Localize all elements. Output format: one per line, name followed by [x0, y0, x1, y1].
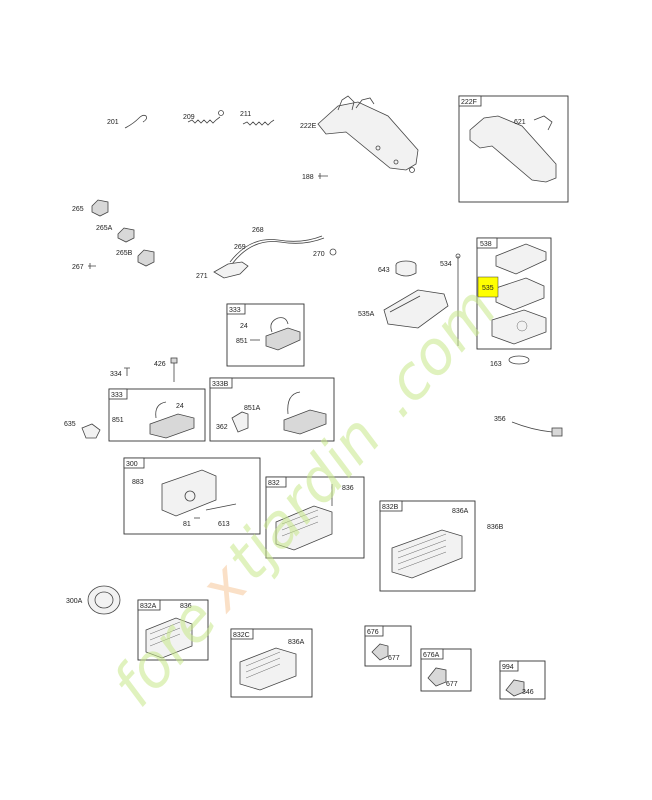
part-643: 643 [378, 260, 417, 277]
part-265B: 265B [116, 249, 155, 267]
label-832A: 832A [140, 603, 157, 610]
label-333b: 333 [111, 392, 123, 399]
label-676A: 676A [423, 652, 440, 659]
label-635: 635 [64, 421, 76, 428]
label-994: 994 [502, 664, 514, 671]
box-832B: 832B 836A [379, 500, 476, 592]
label-333: 333 [229, 307, 241, 314]
part-635: 635 [64, 421, 101, 439]
box-538: 538 535 [476, 237, 552, 350]
label-851A: 851A [244, 405, 261, 412]
label-883: 883 [132, 479, 144, 486]
label-334: 334 [110, 371, 122, 378]
label-201: 201 [107, 119, 119, 126]
label-265A: 265A [96, 225, 113, 232]
label-836c: 836 [180, 603, 192, 610]
label-268: 268 [252, 227, 264, 234]
label-426: 426 [154, 361, 166, 368]
label-209: 209 [183, 114, 195, 121]
label-535: 535 [482, 285, 494, 292]
label-832B: 832B [382, 504, 399, 511]
label-270: 270 [313, 251, 325, 258]
part-334: 334 [110, 367, 130, 378]
label-534: 534 [440, 261, 452, 268]
label-677: 677 [388, 655, 400, 662]
part-271: 271 [196, 261, 249, 280]
label-24: 24 [240, 323, 248, 330]
label-222E: 222E [300, 123, 317, 130]
box-994: 994 346 [499, 660, 546, 700]
label-211: 211 [240, 111, 251, 118]
label-265B: 265B [116, 250, 133, 257]
label-851: 851 [236, 338, 248, 345]
label-269: 269 [234, 244, 246, 251]
label-163: 163 [490, 361, 502, 368]
label-362: 362 [216, 424, 228, 431]
part-300A: 300A [66, 585, 121, 615]
watermark: fore x tjardin .com [99, 274, 510, 720]
part-267: 267 [72, 263, 96, 271]
highlight-535 [477, 276, 499, 298]
box-676A: 676A 677 [420, 648, 472, 692]
box-333-top: 333 24 851 [226, 303, 305, 367]
label-836Ab: 836A [288, 639, 305, 646]
label-267: 267 [72, 264, 84, 271]
label-535A: 535A [358, 311, 375, 318]
box-222F: 222F 621 [458, 95, 569, 203]
part-265A: 265A [96, 225, 135, 243]
label-300: 300 [126, 461, 138, 468]
part-270: 270 [313, 248, 337, 258]
label-851b: 851 [112, 417, 124, 424]
box-333B: 333B 851A 362 [209, 377, 335, 442]
part-265: 265 [72, 199, 109, 217]
label-832C: 832C [233, 632, 250, 639]
label-24b: 24 [176, 403, 184, 410]
label-346: 346 [522, 689, 534, 696]
label-676: 676 [367, 629, 379, 636]
label-333B: 333B [212, 381, 229, 388]
part-209: 209 [183, 110, 224, 124]
box-300: 300 883 81 613 [123, 457, 261, 535]
part-268: 268 [229, 227, 325, 265]
label-222F: 222F [461, 99, 477, 106]
part-426: 426 [154, 357, 178, 382]
box-832: 832 836 [265, 476, 365, 559]
box-832A: 832A 836 [137, 599, 209, 661]
label-836B: 836B [487, 524, 504, 531]
label-300A: 300A [66, 598, 83, 605]
box-832C: 832C 836A [230, 628, 313, 698]
part-534: 534 [440, 253, 461, 346]
label-832: 832 [268, 480, 280, 487]
part-211: 211 [240, 111, 275, 126]
label-836A: 836A [452, 508, 469, 515]
label-356: 356 [494, 416, 506, 423]
part-535A: 535A [358, 289, 449, 329]
label-836: 836 [342, 485, 354, 492]
part-201: 201 [107, 114, 147, 129]
label-677b: 677 [446, 681, 458, 688]
box-333-mid: 333 24 851 [108, 388, 206, 442]
part-188: 188 [302, 173, 328, 181]
label-613: 613 [218, 521, 230, 528]
label-271: 271 [196, 273, 208, 280]
label-188: 188 [302, 174, 314, 181]
label-621: 621 [514, 119, 526, 126]
part-163: 163 [490, 355, 530, 368]
part-222E: 222E [300, 95, 419, 173]
part-356: 356 [494, 416, 563, 437]
box-676: 676 677 [364, 625, 412, 667]
label-643: 643 [378, 267, 390, 274]
label-265: 265 [72, 206, 84, 213]
label-81: 81 [183, 521, 191, 528]
label-538: 538 [480, 241, 492, 248]
